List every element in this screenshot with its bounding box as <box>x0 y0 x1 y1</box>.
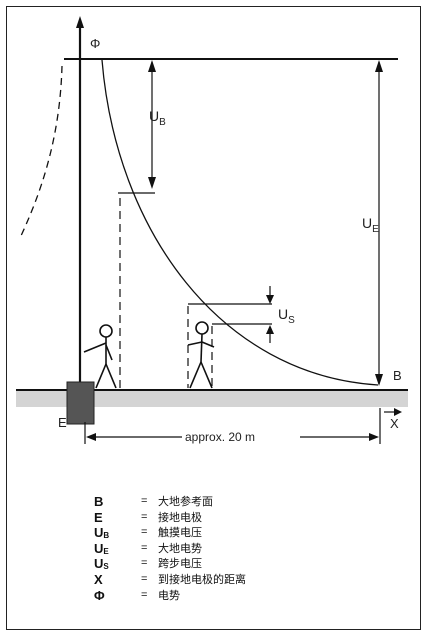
legend: B = 大地参考面 E = 接地电极 UB = 触摸电压 UE = 大地电势 U… <box>94 494 394 603</box>
legend-symbol: Φ <box>94 587 105 603</box>
legend-equals: = <box>141 572 148 585</box>
legend-symbol: X <box>94 571 103 587</box>
figure-frame <box>6 6 421 630</box>
legend-symbol: E <box>94 509 103 525</box>
legend-description: 大地电势 <box>158 541 202 555</box>
legend-equals: = <box>141 495 148 507</box>
legend-row-phi: Φ = 电势 <box>94 588 394 604</box>
legend-equals: = <box>141 588 148 601</box>
legend-description: 跨步电压 <box>158 557 202 571</box>
ground-band <box>16 391 408 407</box>
legend-symbol: B <box>94 494 104 509</box>
touching-person-icon <box>83 324 117 389</box>
e-label: E <box>58 415 67 430</box>
ue-label: UE <box>362 215 379 235</box>
legend-description: 触摸电压 <box>158 526 202 540</box>
us-label: US <box>278 306 295 326</box>
legend-equals: = <box>141 510 148 523</box>
ue-top-arrow-icon <box>375 60 383 72</box>
walking-person-icon <box>187 321 215 389</box>
legend-description: 接地电极 <box>158 510 202 524</box>
legend-row-us: US = 跨步电压 <box>94 556 394 572</box>
phi-axis-arrow-icon <box>76 16 84 28</box>
x-axis-label: X <box>390 416 399 431</box>
legend-description: 到接地电极的距离 <box>158 572 246 586</box>
legend-symbol: US <box>94 556 109 572</box>
distance-left-arrow-icon <box>86 433 96 441</box>
distance-label: approx. 20 m <box>185 430 255 444</box>
legend-row-ub: UB = 触摸电压 <box>94 525 394 541</box>
legend-row-e: E = 接地电极 <box>94 510 394 526</box>
legend-description: 电势 <box>158 588 180 602</box>
ub-top-arrow-icon <box>148 60 156 72</box>
legend-row-x: X = 到接地电极的距离 <box>94 572 394 588</box>
legend-description: 大地参考面 <box>158 495 213 508</box>
legend-symbol: UB <box>94 525 110 541</box>
legend-equals: = <box>141 541 148 554</box>
potential-curve <box>101 59 379 386</box>
legend-row-ue: UE = 大地电势 <box>94 541 394 557</box>
us-top-arrow-icon <box>266 295 274 304</box>
legend-equals: = <box>141 557 148 570</box>
distance-right-arrow-icon <box>369 433 379 441</box>
phi-axis-label: Φ <box>90 36 100 51</box>
ub-bottom-arrow-icon <box>148 177 156 189</box>
legend-row-b: B = 大地参考面 <box>94 494 394 510</box>
left-potential-curve <box>19 65 63 239</box>
us-bottom-arrow-icon <box>266 325 274 334</box>
x-axis-arrow-icon <box>394 408 402 416</box>
ub-label: UB <box>149 108 166 128</box>
earth-electrode <box>66 381 95 425</box>
b-label: B <box>393 368 402 383</box>
legend-equals: = <box>141 526 148 539</box>
legend-symbol: UE <box>94 540 109 556</box>
ue-bottom-arrow-icon <box>375 374 383 386</box>
